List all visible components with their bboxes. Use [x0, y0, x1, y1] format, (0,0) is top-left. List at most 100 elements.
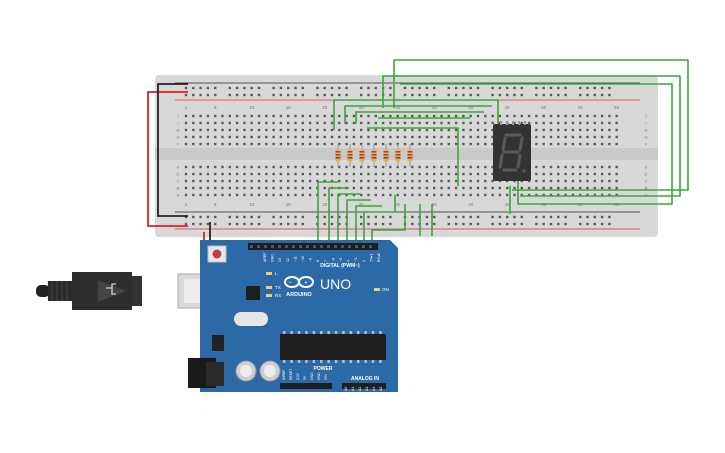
breadboard-hole[interactable] — [454, 165, 458, 169]
wire-ground-rail-left[interactable] — [157, 83, 188, 217]
breadboard-hole[interactable] — [374, 114, 377, 118]
rail-hole[interactable] — [345, 93, 348, 97]
rail-hole[interactable] — [199, 215, 202, 219]
breadboard-hole[interactable] — [447, 179, 450, 183]
breadboard-hole[interactable] — [462, 128, 465, 132]
breadboard-hole[interactable] — [214, 165, 217, 169]
breadboard-hole[interactable] — [243, 135, 246, 139]
breadboard-hole[interactable] — [549, 193, 553, 197]
breadboard-hole[interactable] — [608, 135, 611, 139]
breadboard-hole[interactable] — [199, 142, 202, 146]
breadboard-hole[interactable] — [330, 114, 334, 118]
breadboard-hole[interactable] — [257, 179, 261, 183]
rail-hole[interactable] — [462, 86, 465, 90]
breadboard-hole[interactable] — [250, 114, 253, 118]
breadboard-hole[interactable] — [360, 165, 363, 169]
breadboard-hole[interactable] — [469, 142, 472, 146]
breadboard-hole[interactable] — [564, 179, 567, 183]
resistor-array[interactable] — [335, 144, 413, 167]
rail-hole[interactable] — [491, 222, 494, 226]
resistor[interactable] — [407, 144, 413, 167]
breadboard-hole[interactable] — [469, 193, 472, 197]
breadboard-hole[interactable] — [279, 114, 283, 118]
breadboard-hole[interactable] — [433, 186, 436, 190]
breadboard-hole[interactable] — [235, 193, 239, 197]
breadboard-hole[interactable] — [593, 179, 596, 183]
breadboard-hole[interactable] — [221, 121, 224, 125]
breadboard-hole[interactable] — [345, 142, 348, 146]
breadboard-hole[interactable] — [447, 193, 450, 197]
rail-hole[interactable] — [367, 93, 370, 97]
breadboard-hole[interactable] — [199, 193, 202, 197]
breadboard-hole[interactable] — [425, 186, 429, 190]
breadboard-hole[interactable] — [462, 114, 465, 118]
breadboard-hole[interactable] — [301, 193, 304, 197]
breadboard-hole[interactable] — [235, 128, 239, 132]
breadboard-hole[interactable] — [338, 172, 341, 176]
breadboard-hole[interactable] — [250, 179, 253, 183]
breadboard-hole[interactable] — [272, 135, 275, 139]
breadboard-hole[interactable] — [564, 135, 567, 139]
breadboard-hole[interactable] — [615, 179, 618, 183]
breadboard-hole[interactable] — [257, 128, 261, 132]
breadboard-hole[interactable] — [447, 186, 450, 190]
breadboard-hole[interactable] — [338, 114, 341, 118]
breadboard-hole[interactable] — [381, 121, 385, 125]
breadboard-hole[interactable] — [571, 172, 575, 176]
breadboard-hole[interactable] — [462, 172, 465, 176]
rail-hole[interactable] — [272, 215, 275, 219]
breadboard-hole[interactable] — [571, 142, 575, 146]
rail-hole[interactable] — [330, 222, 334, 226]
rail-hole[interactable] — [600, 93, 604, 97]
breadboard-hole[interactable] — [433, 142, 436, 146]
rail-hole[interactable] — [462, 215, 465, 219]
rail-hole[interactable] — [235, 215, 239, 219]
breadboard-hole[interactable] — [498, 193, 502, 197]
breadboard-hole[interactable] — [586, 142, 589, 146]
resistor[interactable] — [371, 144, 377, 167]
breadboard-hole[interactable] — [257, 121, 261, 125]
breadboard-hole[interactable] — [374, 179, 377, 183]
breadboard-hole[interactable] — [454, 121, 458, 125]
breadboard-hole[interactable] — [608, 165, 611, 169]
rail-hole[interactable] — [454, 93, 458, 97]
breadboard-hole[interactable] — [228, 142, 231, 146]
breadboard-hole[interactable] — [301, 186, 304, 190]
breadboard-hole[interactable] — [411, 179, 414, 183]
rail-hole[interactable] — [192, 93, 195, 97]
breadboard-hole[interactable] — [352, 135, 356, 139]
rail-hole[interactable] — [425, 215, 429, 219]
breadboard-hole[interactable] — [265, 142, 268, 146]
breadboard-hole[interactable] — [352, 128, 356, 132]
breadboard-hole[interactable] — [360, 172, 363, 176]
breadboard-hole[interactable] — [586, 121, 589, 125]
resistor[interactable] — [335, 144, 341, 167]
breadboard-hole[interactable] — [316, 142, 319, 146]
breadboard-hole[interactable] — [484, 172, 487, 176]
breadboard-hole[interactable] — [389, 128, 392, 132]
breadboard-hole[interactable] — [557, 114, 560, 118]
breadboard-hole[interactable] — [389, 172, 392, 176]
breadboard-hole[interactable] — [396, 121, 399, 125]
breadboard-hole[interactable] — [476, 186, 480, 190]
breadboard-hole[interactable] — [549, 142, 553, 146]
breadboard-hole[interactable] — [206, 179, 210, 183]
breadboard-hole[interactable] — [272, 121, 275, 125]
rail-hole[interactable] — [542, 215, 545, 219]
breadboard-hole[interactable] — [308, 179, 312, 183]
breadboard-hole[interactable] — [389, 142, 392, 146]
rail-hole[interactable] — [476, 222, 480, 226]
breadboard-hole[interactable] — [454, 135, 458, 139]
rail-hole[interactable] — [425, 86, 429, 90]
breadboard-hole[interactable] — [593, 142, 596, 146]
breadboard-hole[interactable] — [549, 172, 553, 176]
rail-hole[interactable] — [206, 222, 210, 226]
breadboard-hole[interactable] — [593, 114, 596, 118]
breadboard-hole[interactable] — [586, 114, 589, 118]
breadboard-hole[interactable] — [287, 121, 290, 125]
breadboard-hole[interactable] — [549, 128, 553, 132]
breadboard-hole[interactable] — [491, 165, 494, 169]
rail-hole[interactable] — [184, 93, 188, 97]
breadboard-hole[interactable] — [462, 135, 465, 139]
breadboard-hole[interactable] — [330, 121, 334, 125]
